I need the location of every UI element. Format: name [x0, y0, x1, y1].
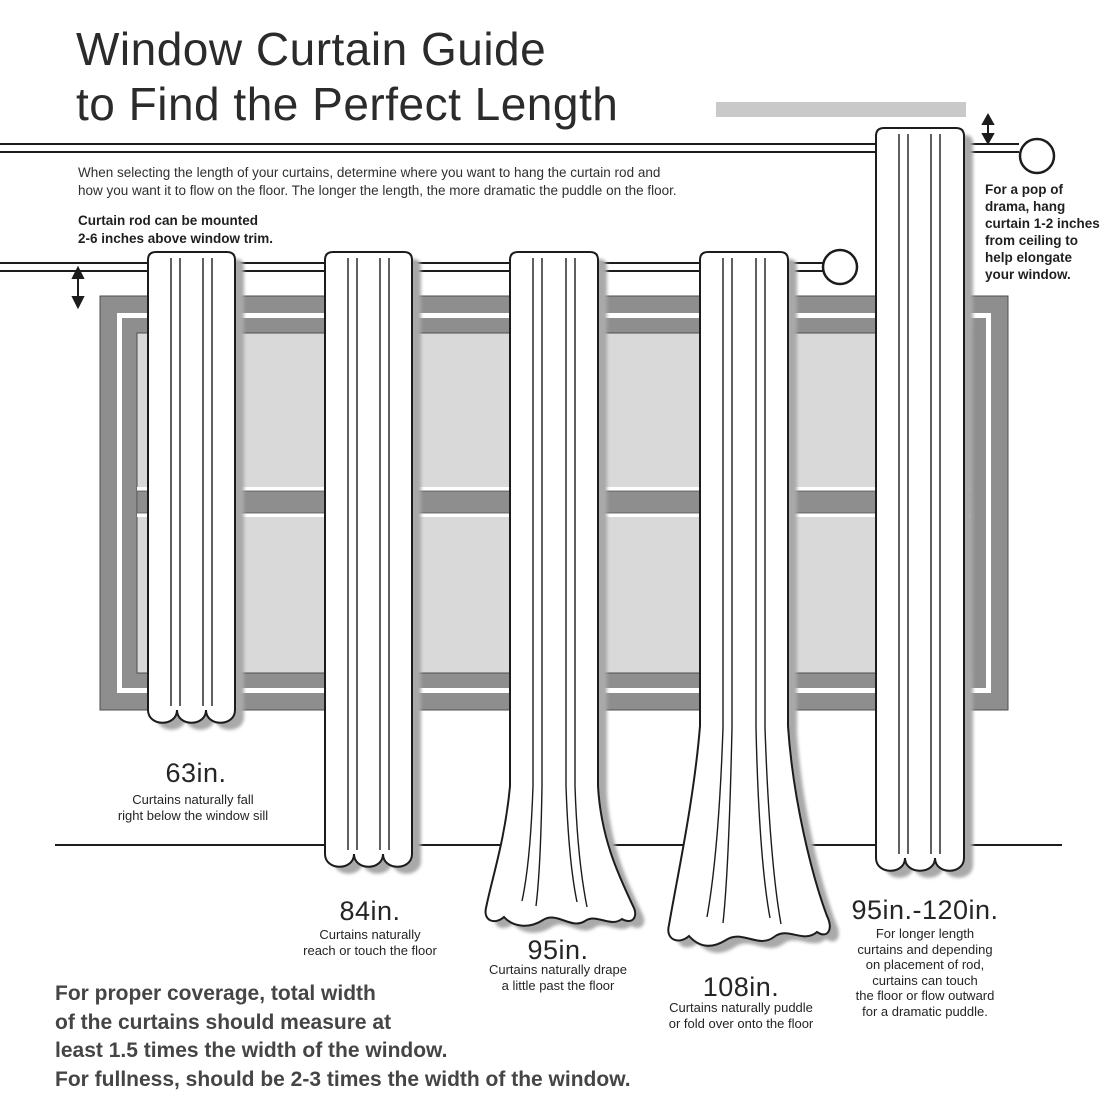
- footer-line-2: of the curtains should measure at: [55, 1010, 392, 1034]
- ceiling-gap-arrow: [981, 112, 995, 146]
- length-label-63in: 63in.: [165, 758, 227, 788]
- footer-line-1: For proper coverage, total width: [55, 982, 376, 1005]
- curtain-95-120in: [875, 127, 973, 878]
- rod-note-line-1: Curtain rod can be mounted: [78, 213, 259, 228]
- rod-mount-note: Curtain rod can be mounted 2-6 inches ab…: [78, 212, 273, 247]
- rod-note-line-2: 2-6 inches above window trim.: [78, 230, 274, 246]
- footer-line-4: For fullness, should be 2-3 times the wi…: [55, 1067, 631, 1091]
- rod-finial: [1018, 137, 1056, 175]
- length-label-95in: 95in.: [527, 935, 589, 965]
- ceiling-drama-note: For a pop of drama, hang curtain 1-2 inc…: [985, 182, 1100, 282]
- title-line-1: Window Curtain Guide: [76, 23, 547, 75]
- footer-line-3: least 1.5 times the width of the window.: [55, 1039, 448, 1062]
- length-label-108in: 108in.: [702, 972, 780, 1002]
- curtain-63in: [147, 251, 244, 730]
- intro-paragraph: When selecting the length of your curtai…: [78, 164, 677, 200]
- curtain-95in: [484, 251, 645, 933]
- rod-finial: [821, 248, 859, 286]
- ceiling-bar: [716, 102, 966, 117]
- ceiling-curtain-rod: [0, 137, 1056, 175]
- caption-95in: Curtains naturally drape a little past t…: [488, 962, 628, 993]
- width-guidance: For proper coverage, total width of the …: [55, 980, 631, 1094]
- title-line-2: to Find the Perfect Length: [76, 78, 619, 130]
- curtain-84in: [324, 251, 421, 874]
- length-label-95-120in: 95in.-120in.: [851, 895, 999, 925]
- intro-line-2: how you want it to flow on the floor. Th…: [78, 183, 677, 198]
- page-title: Window Curtain Guide to Find the Perfect…: [76, 22, 618, 132]
- caption-95-120in: For longer length curtains and depending…: [855, 926, 995, 1019]
- curtain-108in: [667, 251, 839, 953]
- mount-height-arrow: [71, 265, 85, 310]
- caption-108in: Curtains naturally puddle or fold over o…: [668, 1000, 814, 1031]
- caption-84in: Curtains naturally reach or touch the fl…: [303, 927, 437, 958]
- length-label-84in: 84in.: [339, 896, 401, 926]
- caption-63in: Curtains naturally fall right below the …: [117, 792, 269, 823]
- intro-line-1: When selecting the length of your curtai…: [78, 165, 661, 180]
